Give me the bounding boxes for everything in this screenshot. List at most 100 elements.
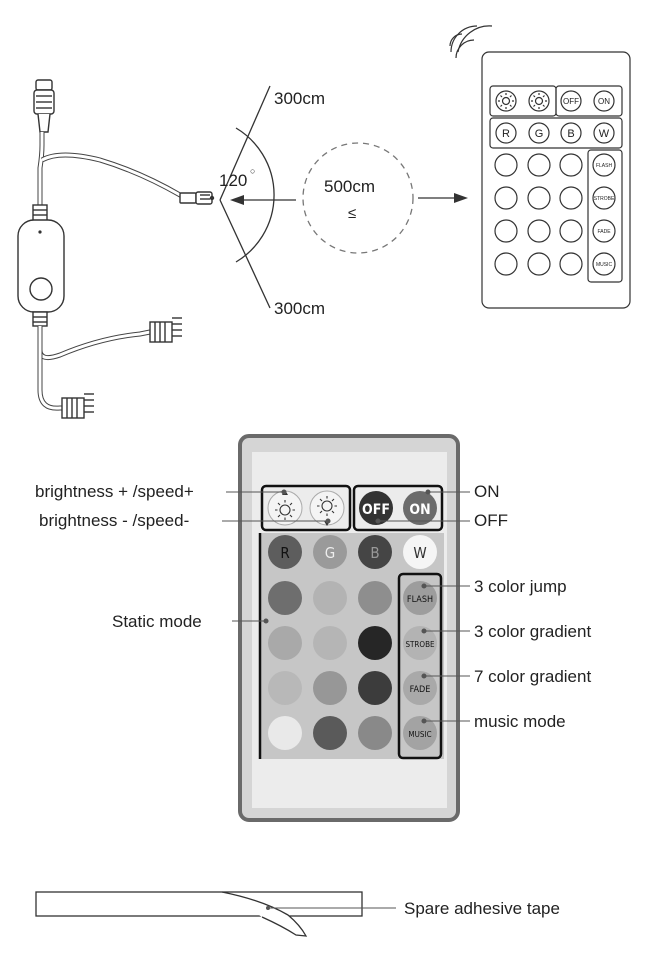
color-button[interactable] (358, 671, 392, 705)
power-group-box (352, 484, 444, 532)
sm-color-button[interactable] (494, 252, 518, 276)
w-button-label: W (413, 544, 426, 562)
degree-symbol: ○ (250, 166, 255, 176)
adhesive-tape (35, 891, 396, 937)
brightness-up-icon (275, 500, 295, 520)
controller-button (29, 277, 53, 301)
ir-receiver (179, 191, 215, 205)
color-button[interactable] (268, 581, 302, 615)
sm-music-button[interactable] (592, 252, 616, 276)
color-button[interactable] (313, 671, 347, 705)
color-button[interactable] (268, 626, 302, 660)
brightness-up-button[interactable] (267, 490, 303, 526)
label-off: OFF (474, 511, 508, 530)
sm-color-button[interactable] (527, 186, 551, 210)
sm-color-button[interactable] (494, 186, 518, 210)
sm-g-label: G (535, 128, 544, 140)
sm-color-button[interactable] (559, 219, 583, 243)
sm-fade-button[interactable] (592, 219, 616, 243)
sm-color-button[interactable] (527, 153, 551, 177)
flash-button-label: FLASH (407, 595, 433, 605)
label-fade: 7 color gradient (474, 667, 591, 686)
label-brightness-down: brightness - /speed- (39, 511, 189, 530)
small-remote-labels: OFF ON R G B W FLASH STROBE FADE MUSIC (502, 97, 615, 268)
controller-assembly (17, 79, 215, 419)
color-button[interactable] (358, 626, 392, 660)
b-button[interactable]: B (358, 535, 392, 569)
sm-color-button[interactable] (527, 219, 551, 243)
brightness-group-box (260, 484, 352, 532)
strip-connector-2 (61, 393, 94, 419)
dc-connector (33, 79, 55, 133)
brightness-down-icon (317, 496, 337, 516)
label-spare-tape: Spare adhesive tape (404, 899, 560, 918)
color-button[interactable] (268, 671, 302, 705)
arrow-left-head (230, 195, 244, 205)
range-angle: 120 (219, 171, 247, 190)
range-center-distance: 500cm (324, 177, 375, 196)
sm-color-button[interactable] (527, 252, 551, 276)
sm-g-button[interactable] (528, 122, 550, 144)
sm-color-button[interactable] (494, 219, 518, 243)
sm-color-button[interactable] (494, 153, 518, 177)
signal-waves-icon (449, 25, 493, 59)
sm-color-button[interactable] (559, 153, 583, 177)
arrow-right-head (454, 193, 468, 203)
off-button-label: OFF (362, 502, 390, 518)
fade-button[interactable]: FADE (403, 671, 437, 705)
flash-button[interactable]: FLASH (403, 581, 437, 615)
sm-brightness-up-icon (495, 90, 517, 112)
r-button-label: R (280, 544, 289, 562)
color-button[interactable] (358, 581, 392, 615)
music-button[interactable]: MUSIC (403, 716, 437, 750)
sm-flash-label: FLASH (596, 163, 613, 169)
g-button[interactable]: G (313, 535, 347, 569)
sm-fade-label: FADE (597, 229, 611, 235)
color-button[interactable] (313, 581, 347, 615)
range-dashed-circle (302, 142, 414, 254)
w-button[interactable]: W (403, 535, 437, 569)
label-strobe: 3 color gradient (474, 622, 591, 641)
label-music: music mode (474, 712, 566, 731)
sm-off-label: OFF (563, 97, 579, 106)
label-flash: 3 color jump (474, 577, 567, 596)
sm-brightness-down-icon (528, 90, 550, 112)
sm-off-button[interactable] (560, 90, 582, 112)
color-button[interactable] (313, 626, 347, 660)
sm-color-button[interactable] (559, 252, 583, 276)
label-on: ON (474, 482, 500, 501)
sm-music-label: MUSIC (596, 262, 613, 268)
sm-flash-button[interactable] (592, 153, 616, 177)
g-button-label: G (325, 544, 335, 562)
music-button-label: MUSIC (408, 730, 431, 739)
strip-connector-1 (149, 317, 182, 343)
big-remote: OFF ON R G B W FLASH (238, 434, 460, 822)
sm-color-button[interactable] (559, 186, 583, 210)
color-button[interactable] (268, 716, 302, 750)
b-button-label: B (370, 544, 379, 562)
color-button[interactable] (313, 716, 347, 750)
off-button[interactable]: OFF (359, 491, 393, 525)
sm-b-label: B (567, 128, 574, 140)
sm-w-label: W (599, 128, 610, 140)
sm-on-button[interactable] (593, 90, 615, 112)
fade-button-label: FADE (410, 685, 431, 695)
sm-strobe-label: STROBE (594, 196, 615, 202)
color-button[interactable] (358, 716, 392, 750)
on-button[interactable]: ON (403, 491, 437, 525)
sm-strobe-button[interactable] (592, 186, 616, 210)
strobe-button[interactable]: STROBE (403, 626, 437, 660)
sm-r-button[interactable] (495, 122, 517, 144)
on-button-label: ON (409, 502, 430, 518)
label-static-mode: Static mode (112, 612, 202, 631)
static-color-grid (268, 581, 392, 750)
range-arc (235, 127, 275, 263)
callout-leaders (222, 489, 470, 724)
range-diagram: 300cm 300cm 120 ○ 500cm ≤ (219, 85, 468, 318)
r-button[interactable]: R (268, 535, 302, 569)
sm-b-button[interactable] (560, 122, 582, 144)
sm-w-button[interactable] (593, 122, 615, 144)
brightness-down-button[interactable] (309, 490, 345, 526)
strobe-button-label: STROBE (405, 640, 435, 649)
